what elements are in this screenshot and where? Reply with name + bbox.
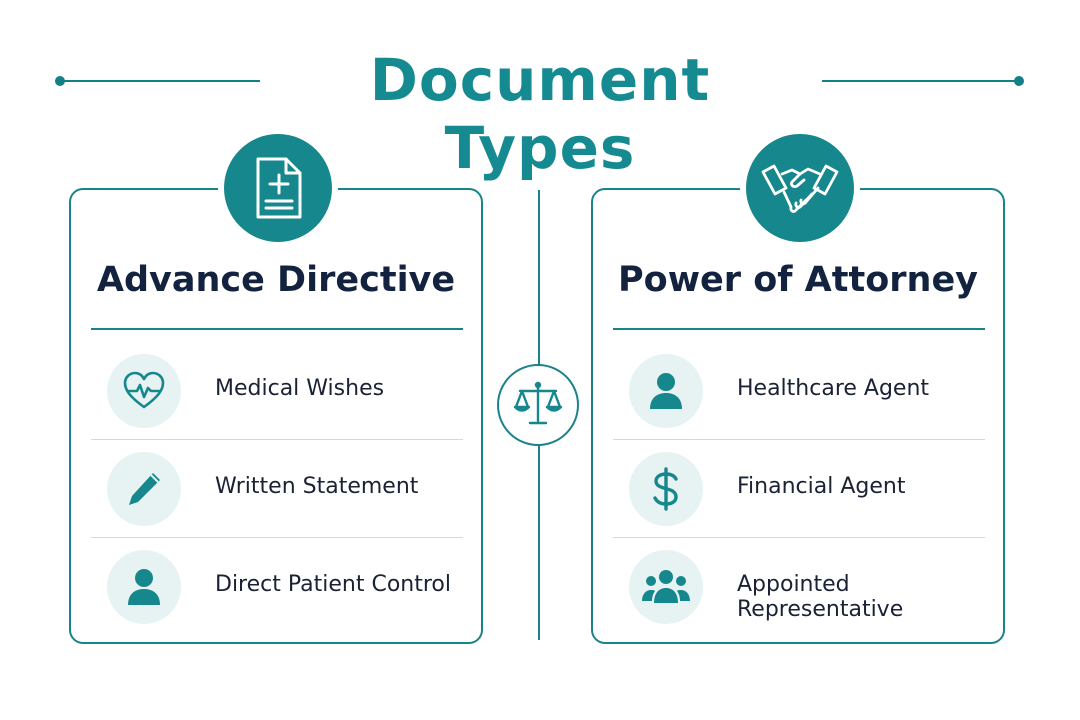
card-advance-directive: Advance Directive Medical Wishes Written…: [69, 134, 483, 644]
item-label: Appointed Representative: [737, 572, 904, 622]
list-item-healthcare-agent: Healthcare Agent: [613, 342, 985, 440]
title-decor-dot-right: [1014, 76, 1024, 86]
page-title: Document Types: [369, 46, 711, 182]
person-icon: [107, 550, 181, 624]
group-icon: [629, 550, 703, 624]
item-label: Medical Wishes: [215, 376, 385, 401]
handshake-icon: [746, 134, 854, 242]
list-item-written-statement: Written Statement: [91, 440, 463, 538]
card-power-of-attorney: Power of Attorney Healthcare Agent Finan…: [591, 134, 1005, 644]
list-item-direct-patient-control: Direct Patient Control: [91, 538, 463, 636]
card-divider: [91, 328, 463, 330]
medical-document-icon: [224, 134, 332, 242]
item-label: Financial Agent: [737, 474, 906, 499]
list-item-medical-wishes: Medical Wishes: [91, 342, 463, 440]
title-decor-line-left: [60, 80, 260, 82]
list-item-financial-agent: Financial Agent: [613, 440, 985, 538]
card-title: Advance Directive: [96, 260, 456, 300]
pen-icon: [107, 452, 181, 526]
item-label: Healthcare Agent: [737, 376, 930, 401]
item-label: Direct Patient Control: [215, 572, 451, 597]
card-title: Power of Attorney: [618, 260, 978, 300]
dollar-icon: [629, 452, 703, 526]
list-item-appointed-representative: Appointed Representative: [613, 538, 985, 636]
item-separator: [613, 439, 985, 440]
item-separator: [91, 439, 463, 440]
scales-of-justice-icon: [497, 364, 579, 446]
title-row: Document Types: [0, 40, 1080, 182]
title-decor-line-right: [822, 80, 1018, 82]
heartbeat-icon: [107, 354, 181, 428]
item-label: Written Statement: [215, 474, 419, 499]
card-divider: [613, 328, 985, 330]
item-separator: [91, 537, 463, 538]
item-separator: [613, 537, 985, 538]
person-icon: [629, 354, 703, 428]
